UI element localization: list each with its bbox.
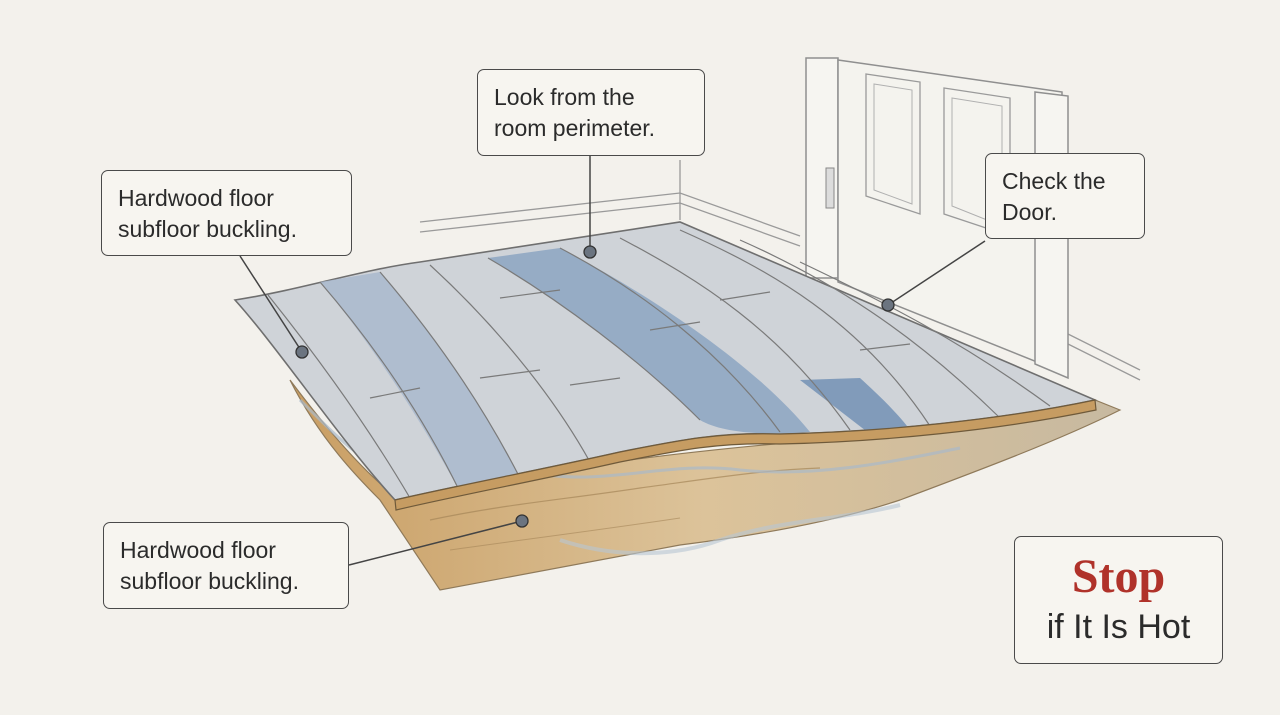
baseboard <box>419 160 1141 381</box>
callout-text-line: subfloor buckling. <box>118 216 297 242</box>
callout-text-line: Hardwood floor <box>120 537 276 563</box>
callout-dot-buckling-bottom <box>515 514 529 528</box>
stop-warning-title: Stop <box>1071 550 1166 603</box>
callout-buckling-bottom: Hardwood floor subfloor buckling. <box>103 522 349 609</box>
callout-text-line: room perimeter. <box>494 115 656 141</box>
callout-text-line: Hardwood floor <box>118 185 274 211</box>
callout-buckling-top: Hardwood floor subfloor buckling. <box>101 170 352 256</box>
callout-text-line: subfloor buckling. <box>120 568 299 594</box>
callout-dot-buckling-top <box>295 345 309 359</box>
callout-text-line: Look from the <box>494 84 635 110</box>
callout-dot-door <box>881 298 895 312</box>
stop-warning-subtitle: if It Is Hot <box>1046 608 1191 646</box>
callout-door: Check the Door. <box>985 153 1145 239</box>
stop-warning-box: Stop if It Is Hot <box>1014 536 1223 664</box>
leader-lines <box>239 156 986 566</box>
callout-text-line: Door. <box>1002 199 1057 225</box>
callout-text-line: Check the <box>1002 168 1106 194</box>
buckled-floor <box>233 221 1098 511</box>
callout-perimeter: Look from the room perimeter. <box>477 69 705 156</box>
callout-dot-perimeter <box>583 245 597 259</box>
